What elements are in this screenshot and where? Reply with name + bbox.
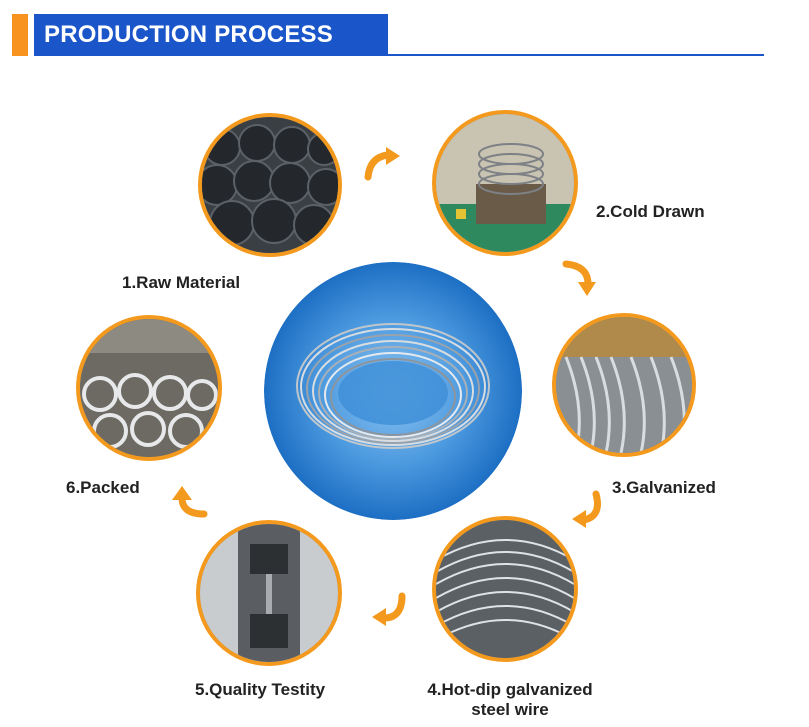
step-2-label: 2.Cold Drawn [596,202,705,221]
header-underline [34,54,764,56]
step-6-label: 6.Packed [66,478,140,497]
curved-arrow-icon [572,490,601,528]
step-5-label: 5.Quality Testity [195,680,326,699]
step-3-galvanized-image [552,313,696,457]
step-3-label: 3.Galvanized [612,478,716,497]
page-title: PRODUCTION PROCESS [44,21,333,48]
step-1-raw-material-image [198,113,342,257]
step-4-label-line2: steel wire [471,700,549,719]
step-4-label-line1: 4.Hot-dip galvanized [427,680,593,699]
step-6-packed-image [76,315,222,461]
step-4-hot-dip-galvanized-image [432,516,578,662]
curved-arrow-icon [372,592,406,626]
step-2-cold-drawn-image [432,110,578,256]
header-title-bar [34,14,388,56]
curved-arrow-icon [364,147,400,181]
step-5-quality-testing-image [196,520,342,666]
header-accent-bar [12,14,28,56]
step-1-label: 1.Raw Material [122,273,241,292]
curved-arrow-icon [172,486,208,518]
step-4-label: 4.Hot-dip galvanized steel wire [412,680,608,720]
center-wire-coil-image [264,262,522,520]
curved-arrow-icon [562,260,596,296]
section-header: PRODUCTION PROCESS [12,14,764,58]
